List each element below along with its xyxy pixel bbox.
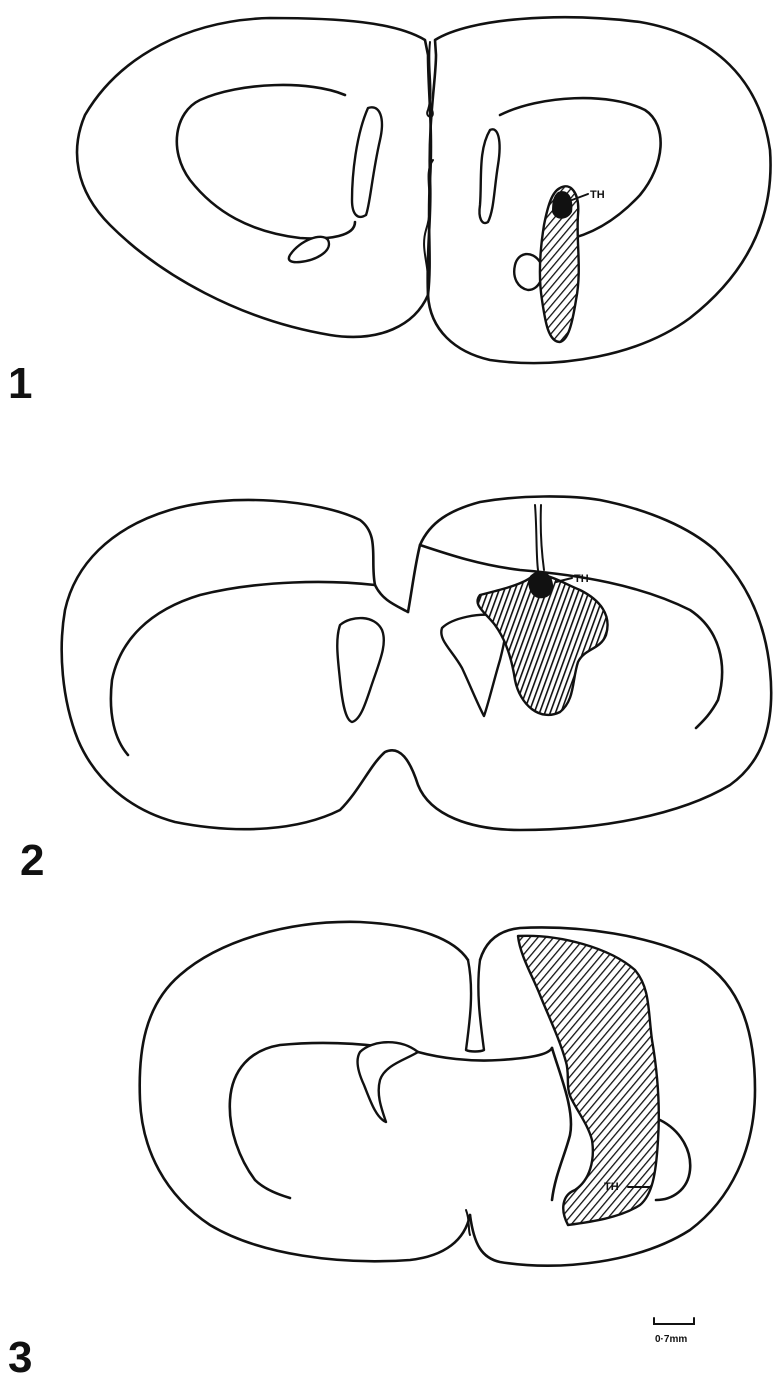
panel-3-bottom-notch (466, 1210, 470, 1235)
panel-2-left-ventricle (337, 618, 384, 722)
panel-1-left-small-hole (289, 237, 329, 262)
panel-3-left-hemisphere (140, 922, 470, 1261)
scale-bar-label: 0·7mm (655, 1334, 687, 1345)
scale-bar: 0·7mm (654, 1318, 694, 1345)
panel-2-number: 2 (20, 836, 44, 885)
panel-1-section: TH (77, 17, 771, 363)
panel-1-left-slot (352, 107, 382, 217)
panel-1-left-ventricle (177, 85, 355, 238)
panel-2-midline-stem-2 (541, 505, 544, 570)
panel-2-left-upper-cortex (62, 500, 772, 830)
panel-2-left-inner-boundary (111, 582, 375, 755)
panel-3-number: 3 (8, 1333, 32, 1375)
panel-3-midline-notch (466, 960, 484, 1052)
panel-2-section: TH (62, 496, 772, 830)
panel-1-right-slot (479, 129, 499, 223)
panel-1-lesion-core (552, 191, 572, 219)
panel-1-right-ventricle (500, 98, 661, 240)
panel-3-lesion-area (518, 936, 659, 1225)
panel-3-left-ventricle (357, 1042, 418, 1122)
panel-2-midline-stem (535, 505, 538, 570)
panel-1-number: 1 (8, 359, 32, 408)
panel-3-right-small-ventricle (656, 1120, 690, 1200)
panel-1-th-label: TH (590, 189, 605, 201)
panel-2-right-ventricle (441, 615, 505, 716)
panel-3-th-label: TH (604, 1181, 619, 1193)
scale-bar-line (654, 1318, 694, 1324)
panel-3-section: TH (140, 922, 755, 1266)
panel-2-th-label: TH (574, 573, 589, 585)
panel-1-right-small-hole (514, 254, 542, 290)
panel-1-left-hemisphere (77, 18, 431, 337)
